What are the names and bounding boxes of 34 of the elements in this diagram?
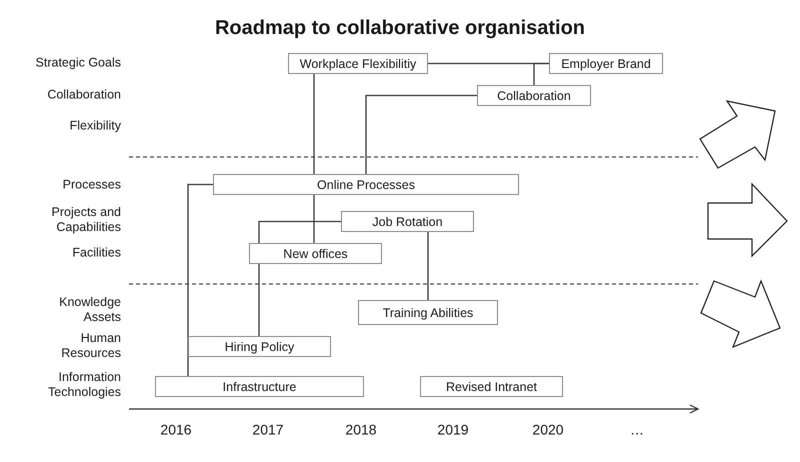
milestone-box: Employer Brand xyxy=(549,53,663,74)
connector-line xyxy=(365,94,477,174)
milestone-box: Hiring Policy xyxy=(188,336,331,357)
lane-label: Facilities xyxy=(72,246,121,260)
milestone-box: New offices xyxy=(249,243,382,264)
year-label: 2019 xyxy=(437,422,469,438)
milestone-box: Job Rotation xyxy=(341,211,474,232)
milestone-box: Online Processes xyxy=(213,174,519,195)
year-label: 2020 xyxy=(532,422,564,438)
connector-line xyxy=(533,62,549,85)
milestone-box: Collaboration xyxy=(477,85,591,106)
milestone-box: Revised Intranet xyxy=(420,376,563,397)
connector-line xyxy=(313,195,315,243)
connector-line xyxy=(258,264,260,336)
year-label: 2017 xyxy=(252,422,284,438)
lane-label: Flexibility xyxy=(70,118,121,134)
milestone-box: Workplace Flexibilitiy xyxy=(288,53,428,74)
connector-line xyxy=(427,232,429,300)
lane-label: Collaboration xyxy=(47,88,121,102)
ellipsis-label: … xyxy=(630,422,644,438)
connector-line xyxy=(313,74,315,174)
lane-label: Human Resources xyxy=(60,331,121,361)
lane-label: Knowledge Assets xyxy=(58,295,121,325)
connector-line xyxy=(187,184,213,376)
lane-label: Projects and Capabilities xyxy=(50,205,121,235)
connector-line xyxy=(258,220,341,243)
year-label: 2016 xyxy=(160,422,192,438)
diagram-title: Roadmap to collaborative organisation xyxy=(214,16,586,40)
milestone-box: Training Abilities xyxy=(358,300,498,325)
year-label: 2018 xyxy=(345,422,377,438)
lane-label: Information Technologies xyxy=(47,370,121,400)
lane-label: Processes xyxy=(62,178,121,192)
lane-label: Strategic Goals xyxy=(36,56,121,70)
milestone-box: Infrastructure xyxy=(155,376,364,397)
